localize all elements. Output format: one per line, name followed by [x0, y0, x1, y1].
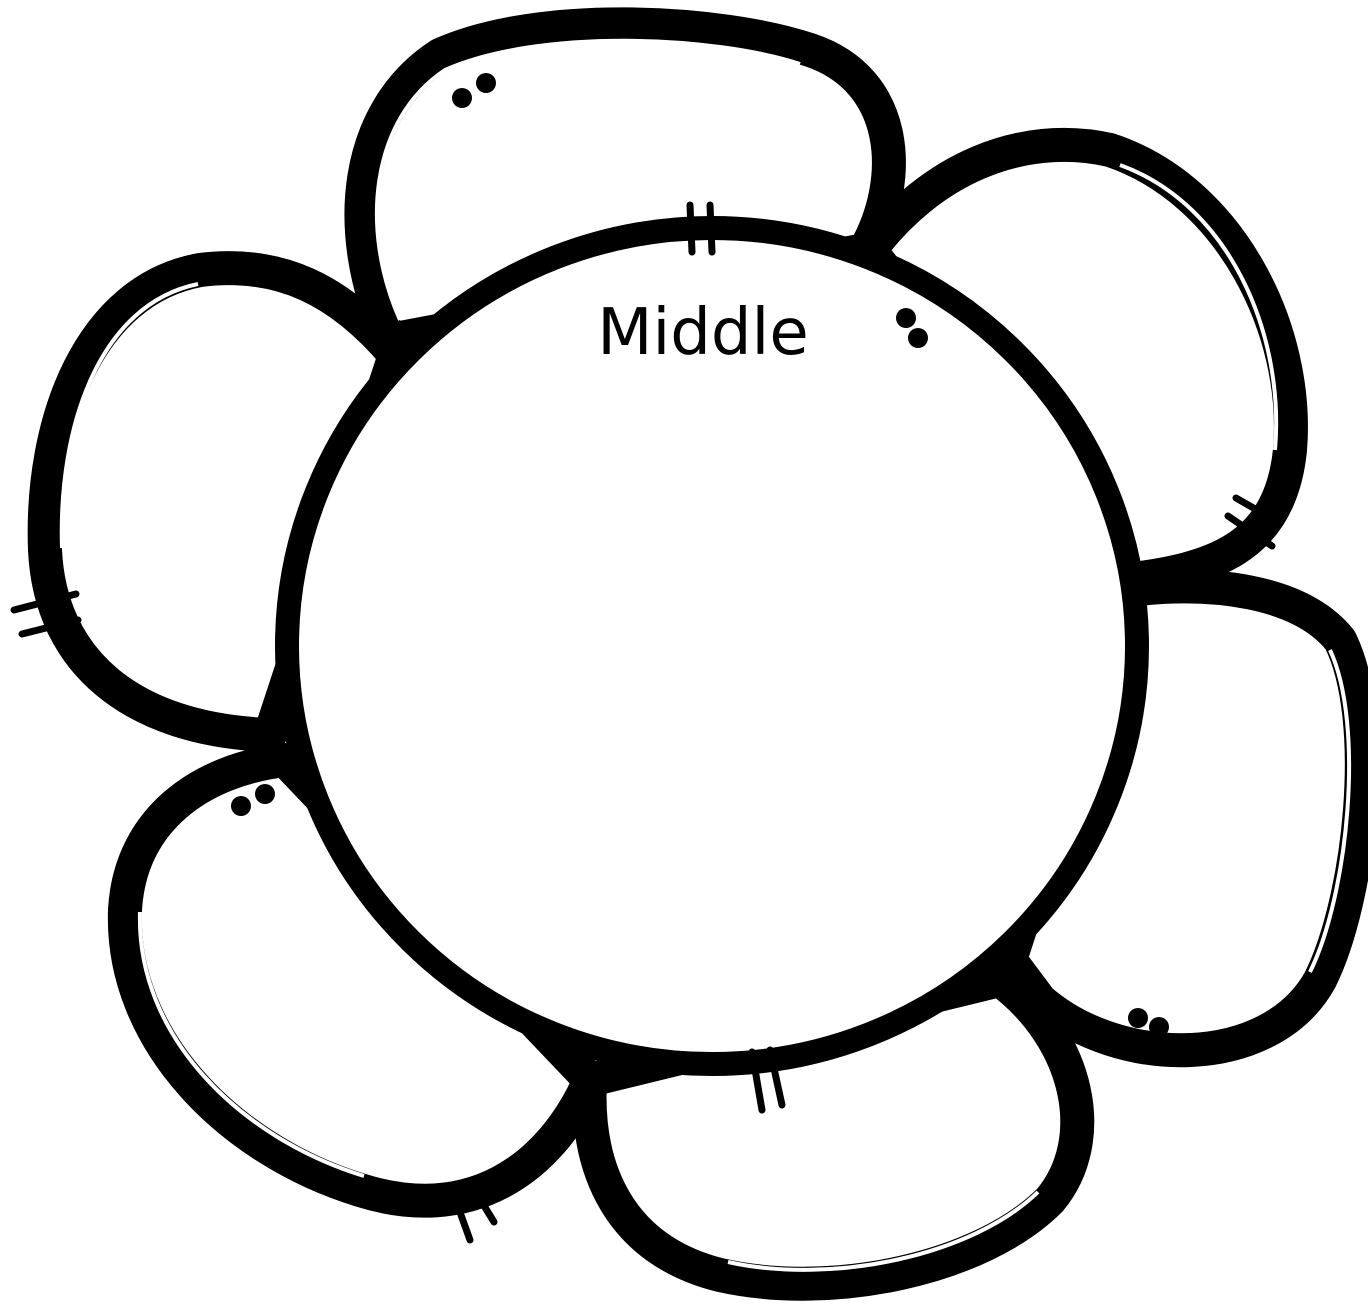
center-label: Middle — [597, 296, 808, 370]
